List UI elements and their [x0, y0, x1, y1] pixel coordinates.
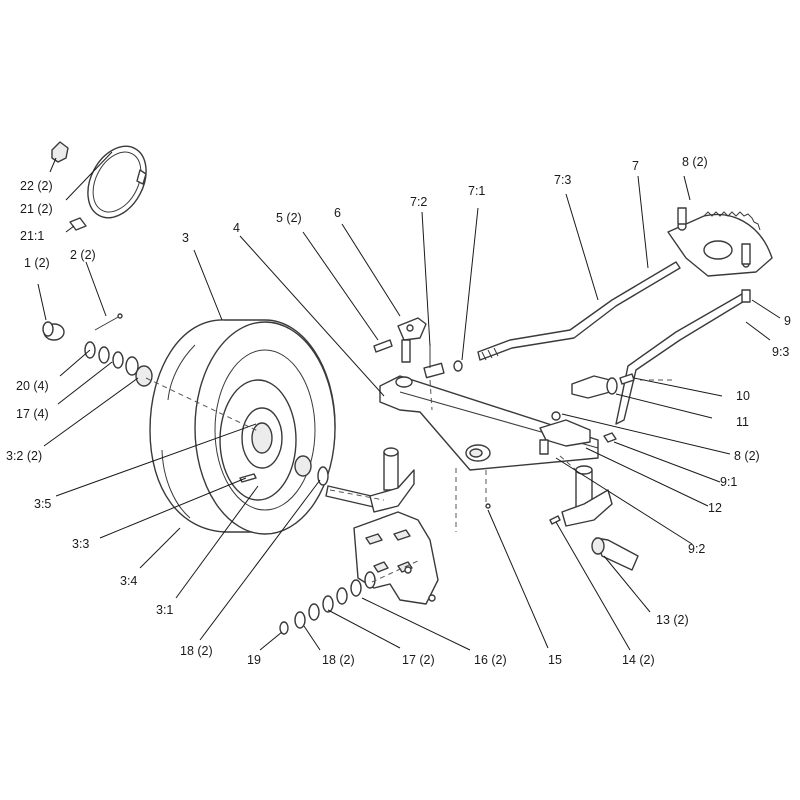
callout-11: 11 [736, 415, 749, 429]
washer-stack-left [84, 341, 153, 387]
left-spindle-part [369, 447, 415, 513]
callout-7-1: 7:1 [468, 184, 485, 198]
hub-cap-clip-part [51, 141, 69, 163]
callout-13: 13 (2) [656, 613, 689, 627]
callout-7-2: 7:2 [410, 195, 427, 209]
callout-9-3: 9:3 [772, 345, 789, 359]
callout-15: 15 [548, 653, 562, 667]
sector-gear-part [667, 207, 773, 277]
callout-18-low: 18 (2) [322, 653, 355, 667]
callout-17-left: 17 (4) [16, 407, 49, 421]
callout-9-2: 9:2 [688, 542, 705, 556]
callout-3-3: 3:3 [72, 537, 89, 551]
pivot-bushing-part [571, 373, 635, 399]
callout-14: 14 (2) [622, 653, 655, 667]
callout-2: 2 (2) [70, 248, 96, 262]
callout-9: 9 [784, 314, 791, 328]
steering-arm-part [397, 317, 427, 363]
callout-18-mid: 18 (2) [180, 644, 213, 658]
callout-3-4: 3:4 [120, 574, 137, 588]
pivot-bracket-part [353, 511, 439, 605]
callout-9-1: 9:1 [720, 475, 737, 489]
callout-16: 16 (2) [474, 653, 507, 667]
callout-labels: 22 (2) 21 (2) 21:1 3 4 5 (2) 6 7:2 7:1 7… [6, 155, 791, 667]
callout-5: 5 (2) [276, 211, 302, 225]
tie-rod-part [615, 289, 751, 425]
tie-rod-end-left [423, 344, 445, 379]
tire-part [149, 319, 336, 535]
right-steering-arm-part [539, 411, 617, 455]
valve-stem-part [239, 473, 257, 483]
assembly-lines [145, 377, 676, 583]
pin-part [94, 313, 123, 331]
callout-10: 10 [736, 389, 750, 403]
callout-21: 21 (2) [20, 202, 53, 216]
callout-8-top: 8 (2) [682, 155, 708, 169]
right-spindle-part [561, 465, 613, 527]
bolt-part [373, 339, 393, 353]
callout-3-1: 3:1 [156, 603, 173, 617]
callout-19: 19 [247, 653, 261, 667]
callout-1: 1 (2) [24, 256, 50, 270]
bushing-part [42, 321, 65, 341]
washer-stack-bottom [279, 571, 376, 635]
callout-3-2: 3:2 (2) [6, 449, 42, 463]
decal-part [69, 217, 87, 231]
callout-8-mid: 8 (2) [734, 449, 760, 463]
callout-21-1: 21:1 [20, 229, 44, 243]
callout-7-3: 7:3 [554, 173, 571, 187]
callout-6: 6 [334, 206, 341, 220]
hub-bearing-part [294, 455, 329, 486]
hub-cap-part [87, 145, 147, 219]
callout-17-low: 17 (2) [402, 653, 435, 667]
axle-shaft-part [591, 537, 639, 571]
jam-nut-part [453, 360, 463, 372]
callout-22: 22 (2) [20, 179, 53, 193]
callout-4: 4 [233, 221, 240, 235]
callout-7: 7 [632, 159, 639, 173]
callout-3: 3 [182, 231, 189, 245]
grease-fitting-part [485, 503, 561, 525]
callout-20: 20 (4) [16, 379, 49, 393]
callout-12: 12 [708, 501, 722, 515]
leader-lines [37, 151, 781, 651]
drag-link-part [477, 261, 681, 361]
callout-3-5: 3:5 [34, 497, 51, 511]
